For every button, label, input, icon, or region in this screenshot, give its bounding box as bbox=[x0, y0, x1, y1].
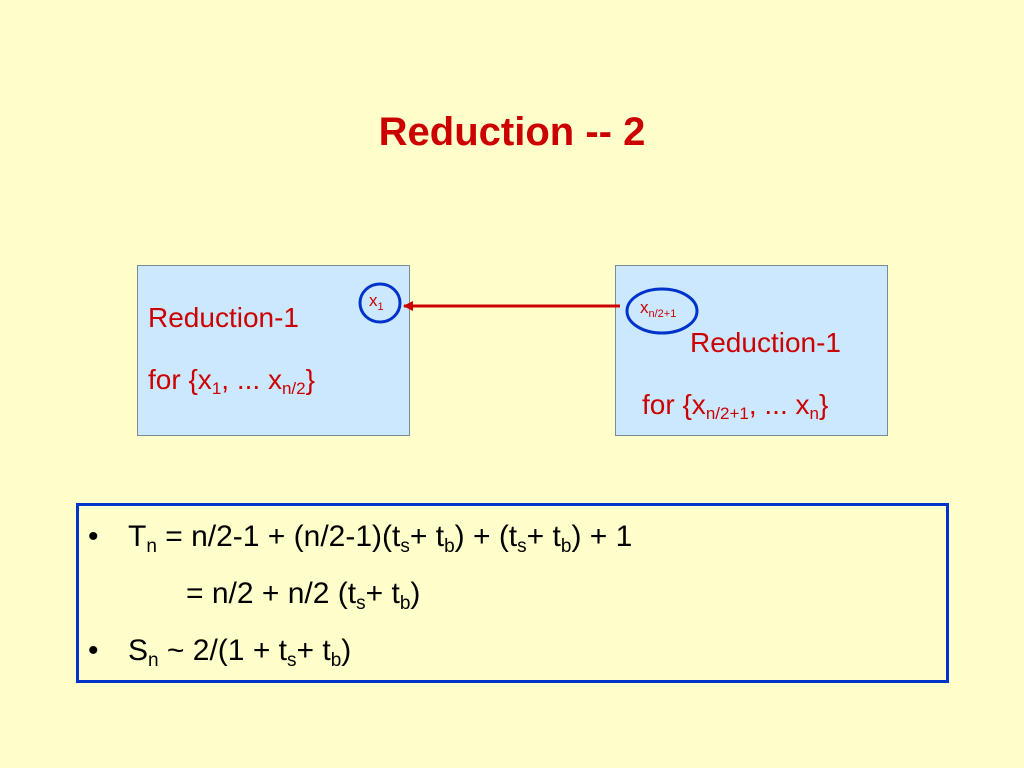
tn-sub-e: b bbox=[560, 536, 572, 557]
left-range-sub1: 1 bbox=[211, 379, 222, 398]
right-range-sub1: n/2+1 bbox=[705, 404, 749, 423]
right-range-suffix: } bbox=[818, 389, 829, 420]
left-range-prefix: for {x bbox=[148, 364, 212, 395]
reduction-box-right bbox=[615, 265, 888, 436]
formula-box bbox=[76, 503, 949, 683]
tn-sub: n bbox=[146, 536, 157, 557]
sn-symbol: S bbox=[128, 634, 149, 667]
sn-sub-b: s bbox=[287, 650, 297, 671]
slide-title: Reduction -- 2 bbox=[378, 110, 646, 154]
right-node-label: xn/2+1 bbox=[640, 298, 677, 320]
reduction-box-left bbox=[137, 265, 410, 436]
simplified-part-c: ) bbox=[410, 577, 421, 610]
sn-sub: n bbox=[148, 650, 159, 671]
right-range-mid: , ... x bbox=[748, 389, 810, 420]
left-box-name: Reduction-1 bbox=[148, 302, 299, 333]
tn-part-d: ) + (t bbox=[454, 520, 518, 553]
tn-part-b: = n/2-1 + (n/2-1)(t bbox=[156, 520, 401, 553]
left-node-sub: 1 bbox=[377, 301, 384, 313]
right-box-name: Reduction-1 bbox=[690, 327, 841, 358]
right-node-circle bbox=[625, 287, 699, 335]
right-node-var: x bbox=[640, 298, 649, 317]
left-node-label: x1 bbox=[369, 291, 384, 313]
left-range-sub2: n/2 bbox=[281, 379, 306, 398]
sn-part-c: + t bbox=[296, 634, 331, 667]
tn-part-e: + t bbox=[526, 520, 561, 553]
sn-part-d: ) bbox=[341, 634, 352, 667]
simplified-part-b: + t bbox=[365, 577, 400, 610]
tn-sub-c: b bbox=[444, 536, 455, 557]
sn-part-b: ~ 2/(1 + t bbox=[158, 634, 288, 667]
left-node-circle bbox=[358, 282, 402, 324]
left-range-suffix: } bbox=[305, 364, 315, 395]
simplified-sub-a: s bbox=[356, 593, 366, 614]
simplified-part-a: = n/2 + n/2 (t bbox=[186, 577, 357, 610]
sn-sub-c: b bbox=[330, 650, 342, 671]
tn-part-f: ) + 1 bbox=[571, 520, 633, 553]
tn-part-c: + t bbox=[409, 520, 445, 553]
right-range-sub2: n bbox=[809, 404, 819, 423]
left-range-mid: , ... x bbox=[221, 364, 282, 395]
right-node-sub: n/2+1 bbox=[648, 308, 677, 320]
simplified-sub-b: b bbox=[399, 593, 411, 614]
tn-sub-b: s bbox=[400, 536, 410, 557]
bullet-marker: • bbox=[88, 634, 99, 667]
tn-symbol: T bbox=[128, 520, 147, 553]
right-range-prefix: for {x bbox=[642, 389, 706, 420]
right-box-range: for {xn/2+1, ... xn} bbox=[642, 389, 829, 423]
formula-line-tn: •Tn = n/2-1 + (n/2-1)(ts+ tb) + (ts+ tb)… bbox=[88, 519, 633, 557]
bullet-marker: • bbox=[88, 520, 99, 553]
formula-line-simplified: = n/2 + n/2 (ts+ tb) bbox=[186, 576, 421, 614]
formula-line-sn: • Sn ~ 2/(1 + ts+ tb) bbox=[88, 633, 352, 671]
left-node-var: x bbox=[369, 291, 378, 310]
left-box-range: for {x1, ... xn/2} bbox=[148, 364, 315, 398]
tn-sub-d: s bbox=[517, 536, 527, 557]
